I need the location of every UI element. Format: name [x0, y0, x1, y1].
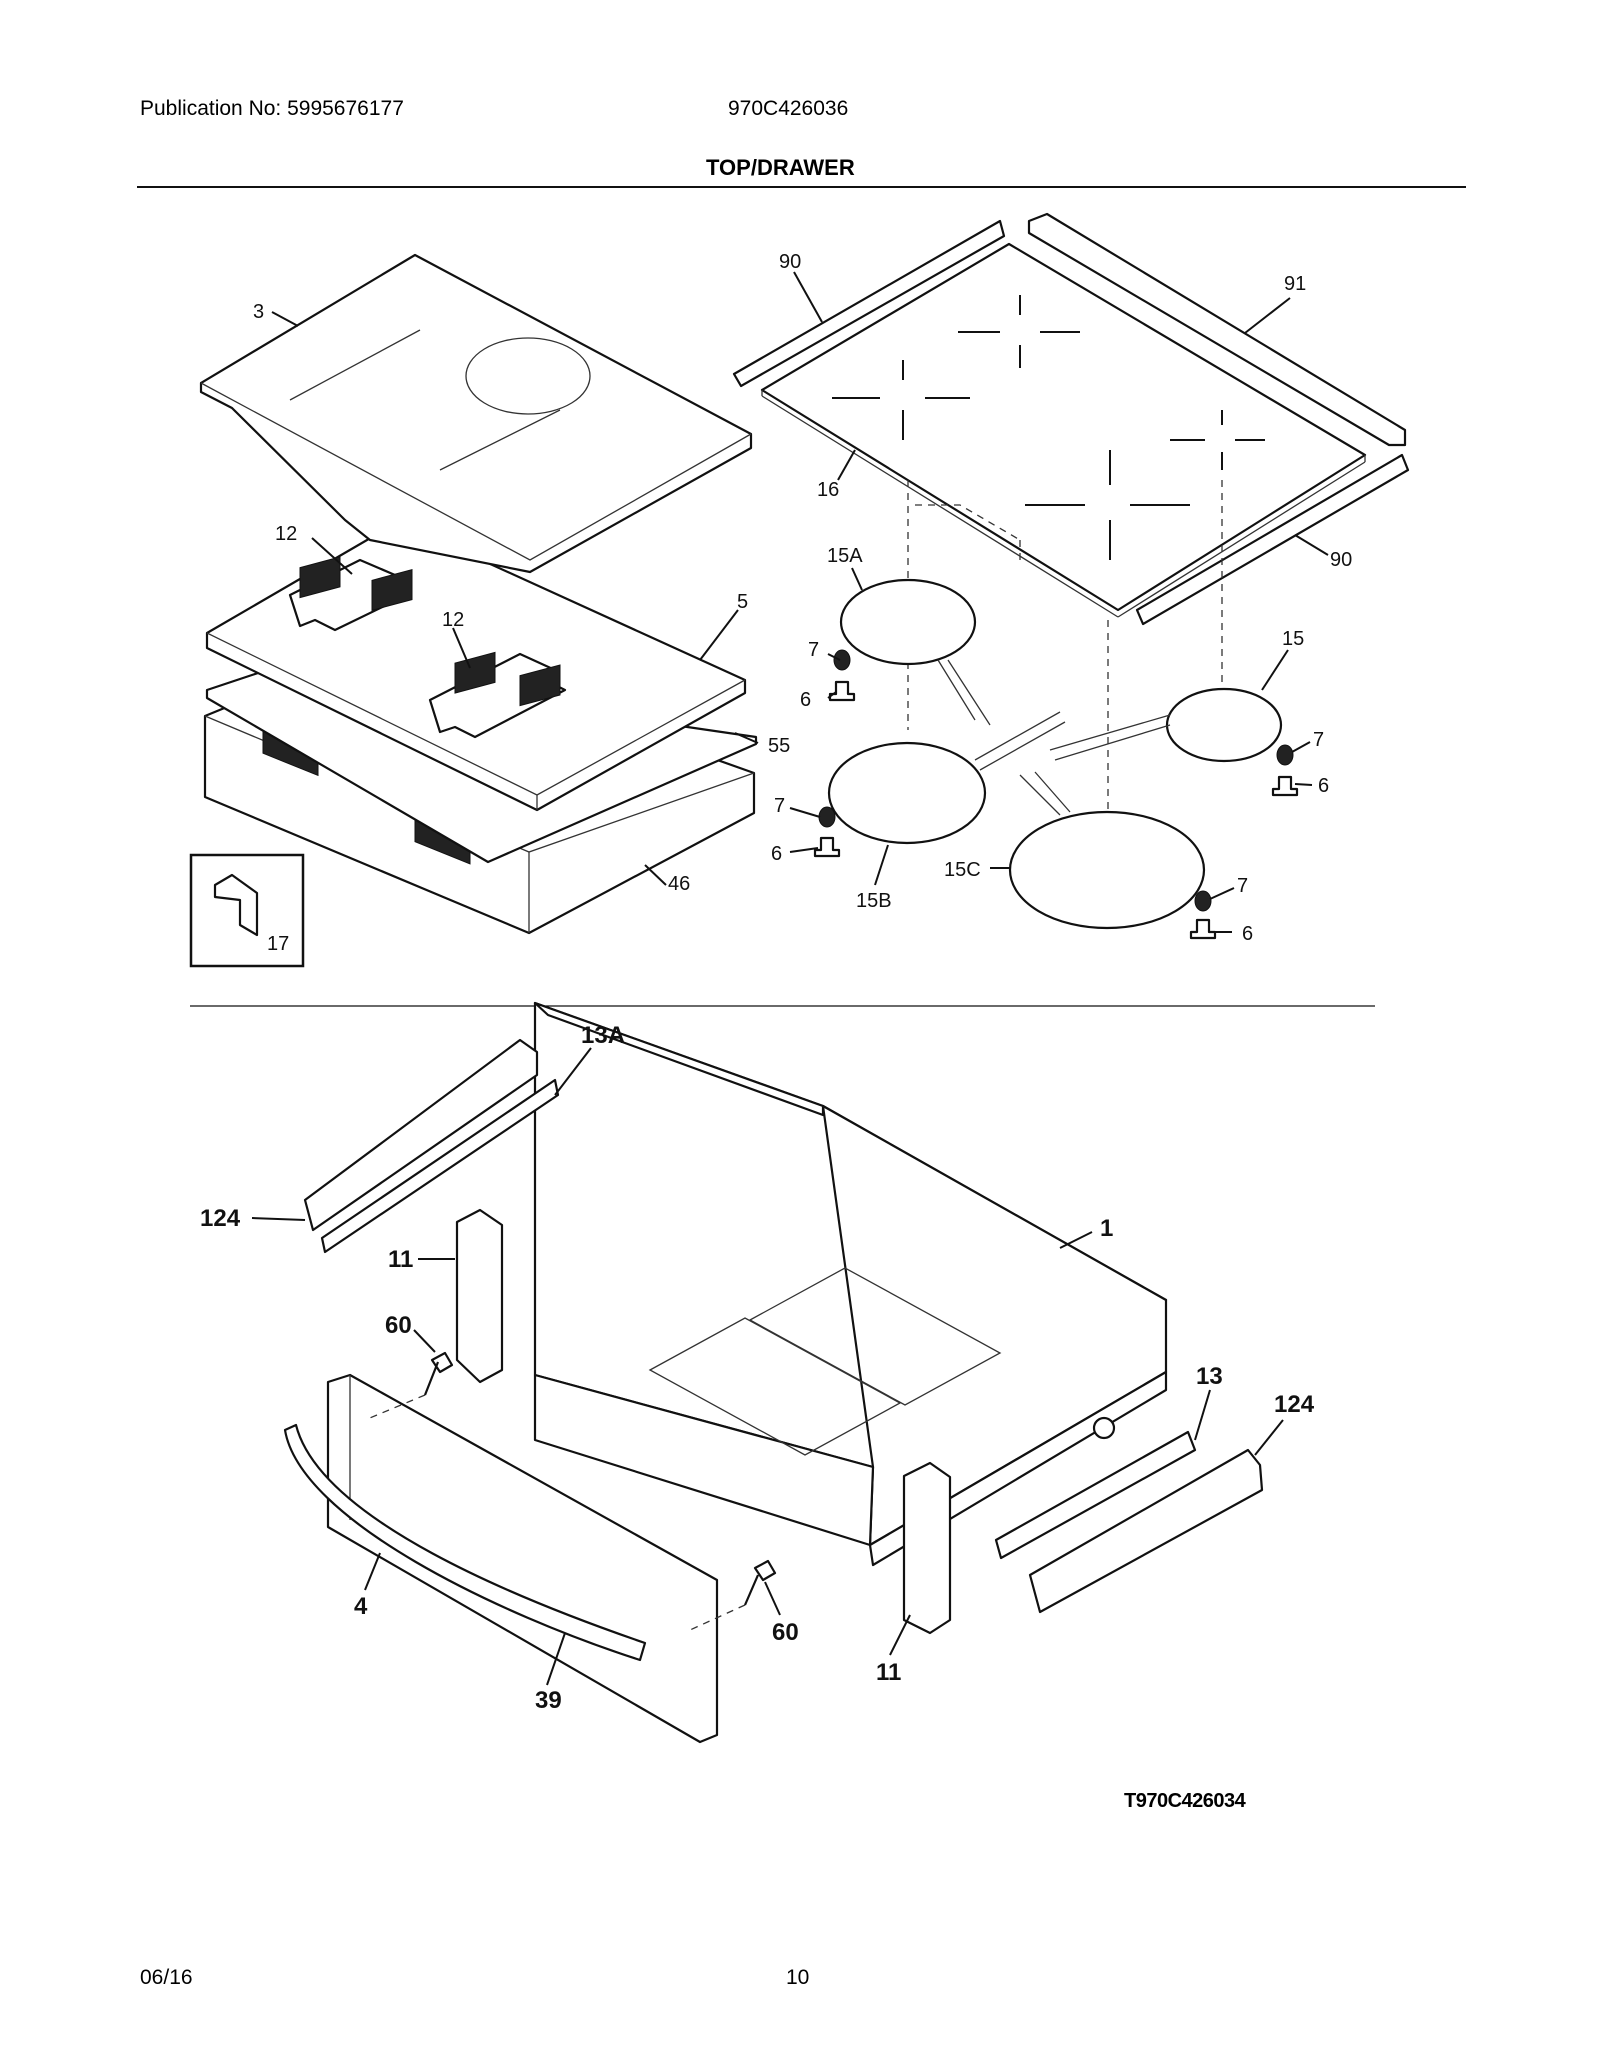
callout-6c: 6	[771, 843, 782, 865]
callout-91: 91	[1284, 273, 1306, 295]
callout-4: 4	[354, 1593, 368, 1620]
callout-13: 13	[1196, 1363, 1223, 1390]
part-39-drawer-handle	[283, 1423, 647, 1662]
model-number: 970C426036	[728, 97, 849, 120]
callout-15: 15	[1282, 628, 1304, 650]
callout-labels: 3 12 12 5 55 46 17 90 91 16 90 15A 15 7 …	[200, 251, 1352, 1714]
part-90-trim-left	[732, 219, 1006, 388]
part-60-screws	[364, 1351, 777, 1631]
callout-11b: 11	[876, 1659, 901, 1686]
part-15-element	[1049, 687, 1283, 763]
part-3-heat-shield	[199, 253, 753, 574]
part-1-drawer-box	[533, 1001, 1168, 1567]
callout-15A: 15A	[827, 545, 863, 567]
part-16-glass-cooktop	[760, 242, 1367, 618]
callout-12b: 12	[442, 609, 464, 631]
callout-60a: 60	[385, 1312, 412, 1339]
part-17-bracket-inset	[189, 853, 305, 968]
fasteners-7-6	[813, 649, 1299, 940]
callout-16: 16	[817, 479, 839, 501]
part-91-trim-rear	[1027, 212, 1407, 447]
callout-15C: 15C	[944, 859, 981, 881]
publication-number: Publication No: 5995676177	[140, 97, 404, 120]
diagram-reference: T970C426034	[1124, 1790, 1246, 1812]
callout-7a: 7	[808, 639, 819, 661]
alignment-guides	[907, 480, 1223, 820]
part-5-cooktop-frame	[205, 520, 747, 812]
callout-15B: 15B	[856, 890, 892, 912]
part-11-bracket-right	[902, 1461, 952, 1635]
callout-55: 55	[768, 735, 790, 757]
callout-6a: 6	[800, 689, 811, 711]
callout-7b: 7	[1313, 729, 1324, 751]
callout-60b: 60	[772, 1619, 799, 1646]
part-15A-element	[839, 578, 991, 726]
bracket-icon	[213, 873, 259, 937]
callout-12a: 12	[275, 523, 297, 545]
part-15B-element	[827, 711, 1066, 845]
section-title: TOP/DRAWER	[706, 155, 855, 180]
callout-6d: 6	[1242, 923, 1253, 945]
callout-6b: 6	[1318, 775, 1329, 797]
callout-124a: 124	[200, 1205, 241, 1232]
callout-17: 17	[267, 933, 289, 955]
callout-90b: 90	[1330, 549, 1352, 571]
callout-46: 46	[668, 873, 690, 895]
part-15C-element	[1008, 771, 1206, 930]
part-90-trim-right	[1135, 453, 1410, 626]
callout-3: 3	[253, 301, 264, 323]
callout-90a: 90	[779, 251, 801, 273]
part-13-slide-right	[994, 1430, 1264, 1614]
callout-124b: 124	[1274, 1391, 1315, 1418]
callout-7d: 7	[1237, 875, 1248, 897]
callout-13A: 13A	[581, 1022, 625, 1049]
footer-date: 06/16	[140, 1966, 193, 1989]
callout-leaders	[251, 271, 1329, 1686]
callout-11a: 11	[388, 1246, 413, 1273]
callout-7c: 7	[774, 795, 785, 817]
callout-1: 1	[1100, 1215, 1113, 1242]
callout-39: 39	[535, 1687, 562, 1714]
part-13A-slide-left	[303, 1038, 560, 1254]
part-11-bracket-left	[455, 1208, 504, 1384]
page-number: 10	[786, 1966, 810, 1989]
callout-5: 5	[737, 591, 748, 613]
